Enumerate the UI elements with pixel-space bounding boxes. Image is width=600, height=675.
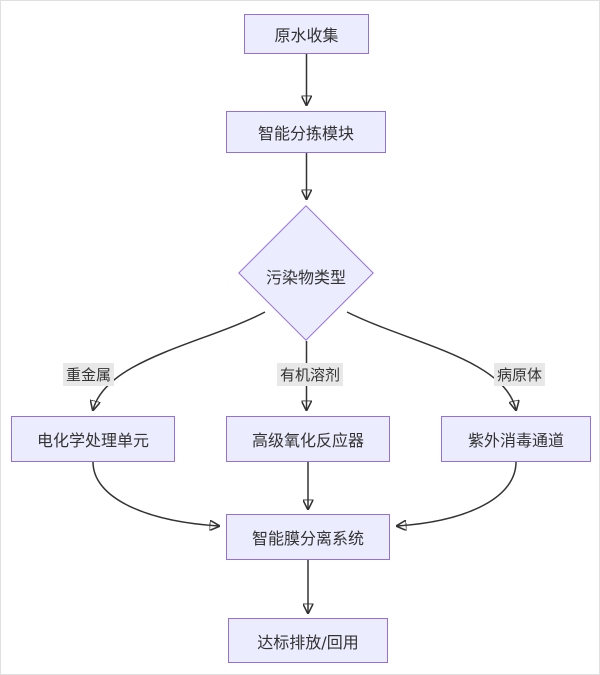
node-advanced-oxidation-reactor: 高级氧化反应器	[226, 416, 390, 462]
node-pollutant-type-label: 污染物类型	[265, 268, 346, 287]
node-electrochemical-unit: 电化学处理单元	[11, 416, 175, 462]
edge-label-pathogen: 病原体	[494, 363, 546, 386]
edge-label-heavy-metal: 重金属	[63, 363, 115, 386]
node-uv-disinfection-channel: 紫外消毒通道	[441, 416, 591, 462]
edge-uv-to-membrane	[397, 461, 517, 526]
node-smart-sorting-module: 智能分拣模块	[226, 111, 386, 153]
edge-label-organic-solvent: 有机溶剂	[277, 363, 344, 386]
edge-decision-to-uv	[346, 311, 516, 410]
edge-decision-to-electro	[93, 311, 266, 410]
edge-electro-to-membrane	[92, 461, 219, 526]
node-raw-water-collection: 原水收集	[244, 14, 369, 54]
node-smart-membrane-separation: 智能膜分离系统	[226, 514, 390, 560]
node-compliant-discharge-reuse: 达标排放/回用	[228, 618, 388, 663]
